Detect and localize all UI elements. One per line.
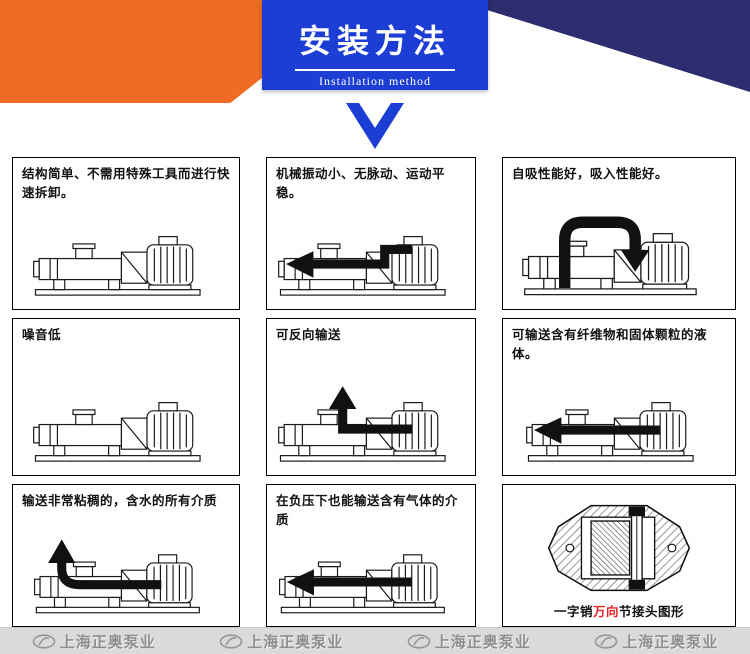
feature-grid: 结构简单、不需用特殊工具而进行快速拆卸。 机械振动小、无脉动、运动平稳。 自吸性… (0, 157, 750, 627)
zhengao-logo-icon (407, 633, 431, 649)
panel-caption: 机械振动小、无脉动、运动平稳。 (276, 167, 446, 201)
pump-diagram (275, 386, 467, 469)
flow-arrow-left-icon (285, 244, 413, 278)
feature-panel-solids-handling: 可输送含有纤维物和固体颗粒的液体。 (502, 318, 736, 476)
pump-diagram (275, 215, 467, 303)
page-title: 安装方法 (298, 23, 451, 59)
title-divider (295, 69, 455, 71)
feature-panel-gas-media: 在负压下也能输送含有气体的介质 (266, 484, 476, 627)
joint-caption-part1: 一字销 (553, 605, 593, 619)
feature-panel-self-priming: 自吸性能好，吸入性能好。 (502, 157, 736, 310)
watermark-brand-text: 上海正奥泵业 (247, 633, 344, 651)
joint-caption: 一字销万向节接头图形 (503, 601, 735, 620)
feature-panel-reversible: 可反向输送 (266, 318, 476, 476)
flow-arrow-left-icon (286, 569, 412, 596)
pump-diagram (30, 215, 222, 303)
zhengao-logo-icon (594, 633, 618, 649)
page-header: 安装方法 Installation method (0, 0, 750, 152)
feature-panel-universal-joint: 一字销万向节接头图形 (502, 484, 736, 627)
panel-caption: 自吸性能好，吸入性能好。 (512, 167, 669, 181)
feature-panel-viscous-media: 输送非常粘稠的，含水的所有介质 (12, 484, 240, 627)
joint-caption-part2: 节接头图形 (619, 605, 685, 619)
feature-panel-low-vibration: 机械振动小、无脉动、运动平稳。 (266, 157, 476, 310)
feature-panel-low-noise: 噪音低 (12, 318, 240, 476)
flow-arrow-hook-down-icon (559, 216, 650, 288)
pump-diagram (519, 216, 719, 303)
feature-panel-quick-disassembly: 结构简单、不需用特殊工具而进行快速拆卸。 (12, 157, 240, 310)
panel-caption: 在负压下也能输送含有气体的介质 (276, 494, 459, 528)
panel-caption: 输送非常粘稠的，含水的所有介质 (22, 494, 218, 508)
zhengao-logo-icon (219, 633, 243, 649)
flow-arrow-left-icon (533, 417, 661, 444)
title-banner: 安装方法 Installation method (262, 0, 488, 90)
watermark-item: 上海正奥泵业 (594, 631, 718, 652)
pump-diagram (275, 534, 467, 620)
watermark-item: 上海正奥泵业 (32, 631, 156, 652)
watermark-brand-text: 上海正奥泵业 (434, 633, 531, 651)
flow-arrow-up-icon (328, 386, 413, 434)
joint-caption-highlight: 万向 (592, 605, 619, 619)
watermark-item: 上海正奥泵业 (219, 631, 343, 652)
page-subtitle: Installation method (319, 74, 431, 88)
flow-arrow-curve-up-icon (48, 539, 162, 590)
pump-diagram (30, 381, 222, 469)
watermark-brand-text: 上海正奥泵业 (622, 633, 719, 651)
pump-diagram (30, 539, 222, 620)
navy-banner-shape (455, 0, 750, 92)
watermark-strip: 上海正奥泵业 上海正奥泵业 上海正奥泵业 上海正奥泵业 (0, 627, 750, 654)
watermark-item: 上海正奥泵业 (407, 631, 531, 652)
chevron-down-icon (346, 103, 404, 149)
pump-diagram (523, 381, 715, 469)
watermark-brand-text: 上海正奥泵业 (59, 633, 156, 651)
panel-caption: 结构简单、不需用特殊工具而进行快速拆卸。 (22, 167, 231, 201)
universal-joint-diagram (547, 504, 691, 592)
panel-caption: 噪音低 (22, 328, 62, 342)
zhengao-logo-icon (32, 633, 56, 649)
panel-caption: 可反向输送 (276, 328, 342, 342)
panel-caption: 可输送含有纤维物和固体颗粒的液体。 (512, 328, 708, 362)
